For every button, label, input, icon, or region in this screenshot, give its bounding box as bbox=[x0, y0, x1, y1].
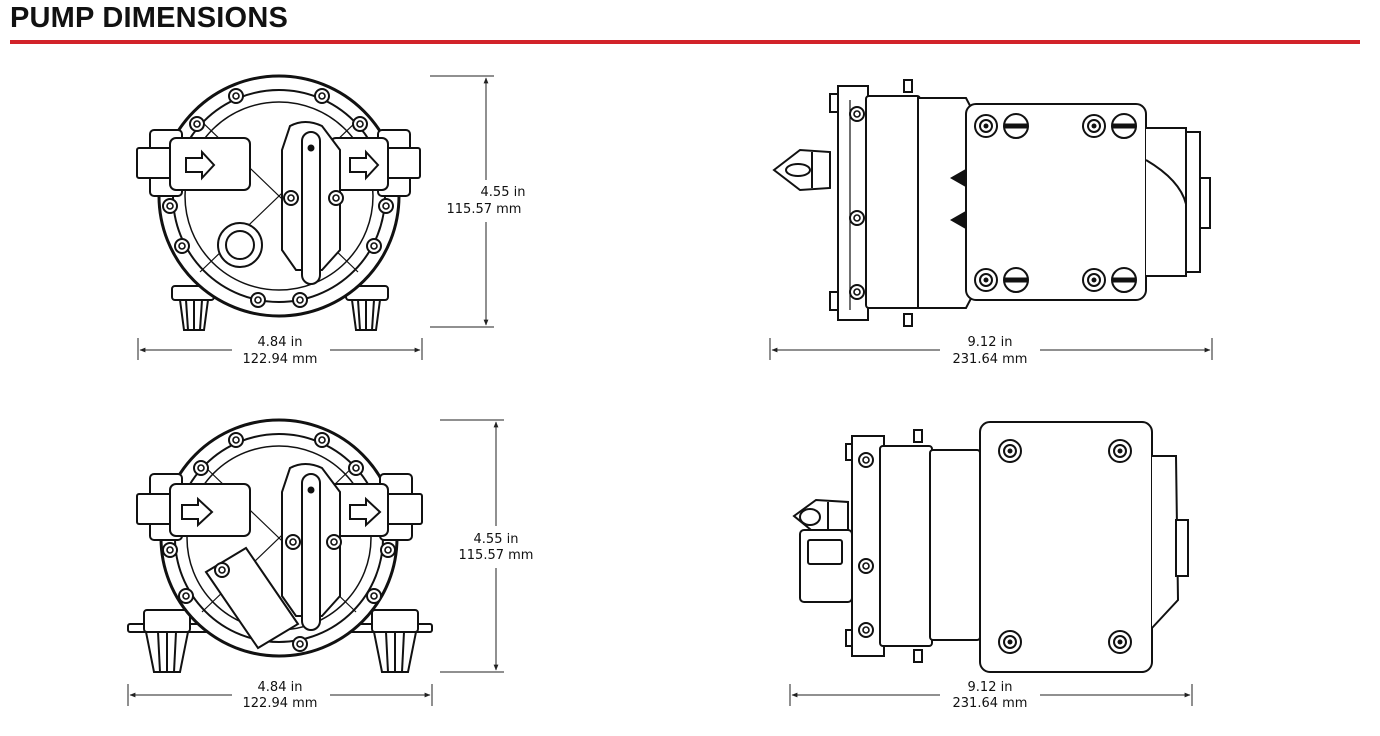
dimension-length-bottom bbox=[789, 684, 1193, 706]
height-in-label: 4.55 in bbox=[481, 185, 526, 200]
height-mm-label: 115.57 mm bbox=[459, 548, 534, 563]
dimension-height-bottom bbox=[440, 419, 504, 673]
length-mm-label: 231.64 mm bbox=[953, 352, 1028, 367]
width-in-label: 4.84 in bbox=[258, 680, 303, 695]
title-underline bbox=[10, 40, 1360, 44]
mount-foot-right bbox=[371, 609, 419, 673]
length-mm-label: 231.64 mm bbox=[953, 696, 1028, 711]
dimension-width-bottom bbox=[127, 684, 433, 706]
width-in-label: 4.84 in bbox=[258, 335, 303, 350]
pump-front-view-top bbox=[136, 74, 421, 331]
pump-front-view-bottom bbox=[127, 418, 433, 673]
pump-side-view-top bbox=[772, 79, 1211, 327]
width-mm-label: 122.94 mm bbox=[243, 696, 318, 711]
pump-side-view-bottom bbox=[792, 421, 1189, 673]
length-in-label: 9.12 in bbox=[968, 335, 1013, 350]
width-mm-label: 122.94 mm bbox=[243, 352, 318, 367]
dimension-length-top bbox=[769, 338, 1213, 360]
height-in-label: 4.55 in bbox=[474, 532, 519, 547]
page-title: PUMP DIMENSIONS bbox=[10, 2, 289, 34]
dimension-height-top bbox=[430, 75, 494, 328]
mount-foot-left bbox=[143, 609, 191, 673]
dimension-width-top bbox=[137, 338, 423, 360]
length-in-label: 9.12 in bbox=[968, 680, 1013, 695]
height-mm-label: 115.57 mm bbox=[447, 202, 522, 217]
